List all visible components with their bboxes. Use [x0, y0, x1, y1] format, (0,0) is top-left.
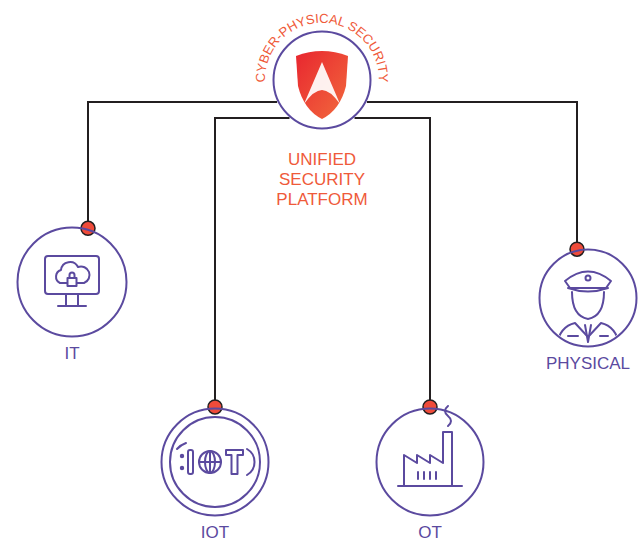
guard-tie — [585, 325, 591, 342]
domain-node: OT — [375, 407, 485, 517]
bracket-mark — [177, 443, 186, 449]
domain-node: PHYSICAL — [538, 248, 638, 348]
node-circle — [18, 228, 127, 337]
it-icon — [45, 256, 99, 306]
iot-icon — [170, 417, 260, 507]
guard-cap — [565, 272, 611, 289]
connector — [81, 102, 277, 235]
connector-line — [355, 118, 431, 407]
node-heading: UNIFIED SECURITY PLATFORM — [262, 150, 382, 210]
node-label: OT — [380, 523, 480, 543]
platform-node: UNIFIED SECURITY PLATFORM — [272, 30, 372, 130]
monitor-stand — [58, 294, 86, 306]
inner-ring — [170, 417, 260, 507]
guard-pocket — [568, 335, 608, 337]
connector-line — [88, 102, 277, 228]
node-heading: OT — [380, 523, 480, 543]
shield-icon — [296, 51, 348, 119]
node-circle — [377, 409, 484, 516]
node-outline — [16, 226, 128, 338]
node-heading: IOT — [165, 523, 265, 543]
node-outline — [375, 407, 485, 517]
connector-dot — [423, 400, 437, 414]
node-label: IT — [22, 344, 122, 364]
node-heading: PHYSICAL — [533, 354, 643, 374]
guard-icon — [556, 272, 620, 351]
smoke-trail — [445, 406, 451, 426]
globe-outline — [199, 451, 221, 473]
connector-line — [215, 118, 290, 407]
connector — [355, 118, 438, 414]
node-label: PHYSICAL — [533, 354, 643, 374]
shield-mark — [304, 62, 340, 104]
dot-mark — [181, 467, 183, 469]
factory-windows — [418, 472, 436, 479]
node-outline — [272, 30, 372, 130]
bar-mark — [188, 450, 193, 474]
monitor-frame — [45, 256, 99, 294]
node-circle — [540, 250, 637, 347]
factory-outline — [404, 432, 452, 486]
cap-brim — [568, 288, 608, 292]
node-heading: IT — [22, 344, 122, 364]
dot-mark — [181, 455, 183, 457]
node-outline — [538, 248, 638, 348]
connector — [367, 102, 584, 256]
connector — [208, 118, 290, 414]
lock-shackle — [70, 273, 75, 279]
domain-node: IOT — [160, 407, 270, 517]
lock-body — [68, 278, 77, 286]
node-label: IOT — [165, 523, 265, 543]
node-label: UNIFIED SECURITY PLATFORM — [262, 150, 382, 210]
shield-body — [296, 51, 348, 119]
ground-line — [398, 485, 462, 487]
ot-icon — [398, 406, 462, 486]
t-mark — [226, 450, 243, 474]
domain-node: IT — [16, 226, 128, 338]
guard-face — [572, 292, 604, 319]
connector-dot — [208, 400, 222, 414]
node-circle — [162, 409, 269, 516]
connector-line — [367, 102, 577, 249]
node-outline — [160, 407, 270, 517]
bracket-mark — [247, 449, 255, 475]
globe-lines — [199, 451, 221, 473]
node-circle — [274, 32, 371, 129]
cap-badge — [586, 276, 591, 281]
